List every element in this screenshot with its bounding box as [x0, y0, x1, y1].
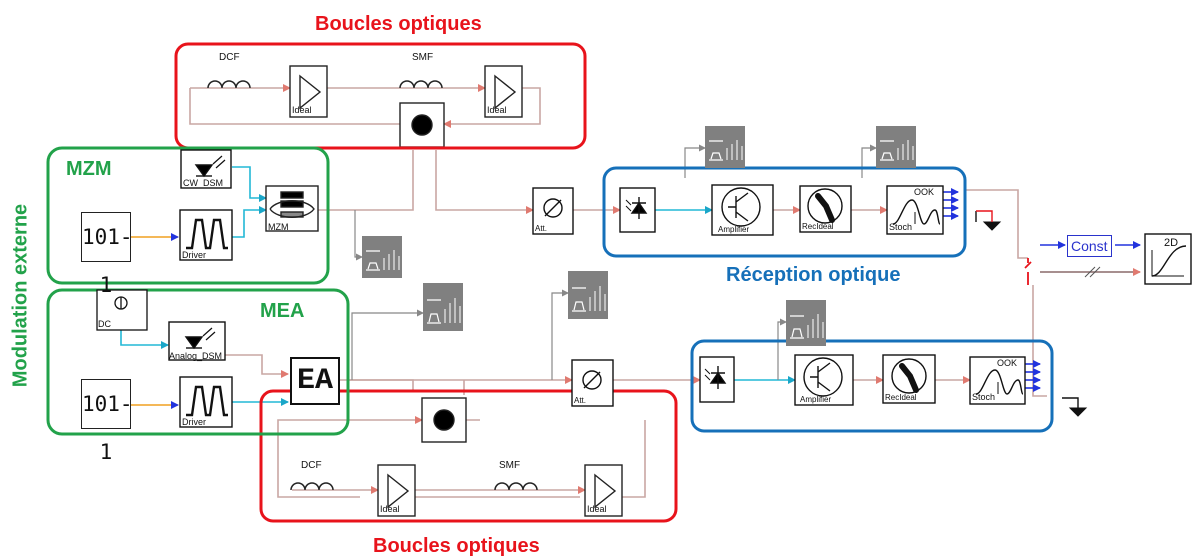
plot-2d-label: 2D	[1164, 237, 1179, 249]
ea-modulator: EA	[290, 357, 340, 405]
att-label-bottom: Att.	[574, 396, 587, 405]
switch-icon	[1024, 258, 1032, 285]
mzm-frame	[46, 146, 330, 285]
mea-label: MEA	[260, 300, 305, 322]
stoch-label-bottom: Stoch	[972, 392, 996, 402]
bit-source-bottom: 101-1	[81, 379, 133, 464]
ideal-label-2: Ideal	[487, 105, 507, 115]
ideal-label-3: Ideal	[380, 504, 400, 514]
scope-icon	[362, 126, 916, 346]
ground-icon	[975, 210, 1088, 417]
smf-label-top: SMF	[412, 52, 434, 63]
ideal-label-1: Ideal	[292, 105, 312, 115]
dcf-label-top: DCF	[219, 52, 240, 63]
reception-frame-bottom	[690, 339, 1054, 433]
mea-frame	[46, 288, 350, 436]
mzm-icon	[265, 185, 319, 232]
recideal-label-top: RecIdeal	[802, 222, 834, 231]
transistor-amplifier-icon	[711, 184, 854, 406]
external-modulation-label: Modulation externe	[9, 203, 32, 388]
ook-label-bottom: OOK	[997, 358, 1018, 368]
mzm-block-label: MZM	[268, 222, 289, 232]
optical-loop-frame-bottom	[259, 389, 678, 523]
optical-reception-label: Réception optique	[726, 264, 901, 286]
plot-2d-icon	[1144, 233, 1192, 285]
amplifier-label-top: Amplifier	[718, 225, 750, 234]
amplifier-label-bottom: Amplifier	[800, 395, 832, 404]
dc-label: DC	[98, 319, 111, 329]
attenuator-icon	[532, 187, 614, 407]
bit-source-top: 101-1	[81, 212, 133, 297]
decision-icon	[886, 185, 1026, 405]
coil-icon	[207, 80, 538, 491]
cw-dsm-label: CW_DSM	[183, 178, 223, 188]
ook-label-top: OOK	[914, 187, 935, 197]
reception-frame-top	[602, 166, 967, 258]
receiver-filter-icon	[799, 185, 936, 404]
optical-wires	[189, 84, 1047, 498]
optical-loops-label-bottom: Boucles optiques	[373, 535, 540, 557]
stoch-label-top: Stoch	[889, 222, 913, 232]
optical-loop-frame-top	[174, 42, 587, 150]
ideal-label-4: Ideal	[587, 504, 607, 514]
att-label-top: Att.	[535, 224, 548, 233]
mzm-label: MZM	[66, 158, 112, 180]
dcf-label-bottom: DCF	[301, 460, 322, 471]
driver-icon	[179, 209, 233, 428]
analog-dsm-label: Analog_DSM	[169, 351, 223, 361]
amplifier-icon	[289, 65, 623, 517]
recideal-label-bottom: RecIdeal	[885, 393, 917, 402]
dc-source-icon	[96, 289, 148, 331]
smf-label-bottom: SMF	[499, 460, 521, 471]
const-block: Const	[1067, 235, 1112, 257]
driver-label-bottom: Driver	[182, 417, 206, 427]
optical-loops-label-top: Boucles optiques	[315, 13, 482, 35]
photodiode-icon	[619, 187, 735, 403]
laser-icon	[168, 149, 232, 361]
coupler-icon	[399, 102, 467, 443]
driver-label-top: Driver	[182, 250, 206, 260]
